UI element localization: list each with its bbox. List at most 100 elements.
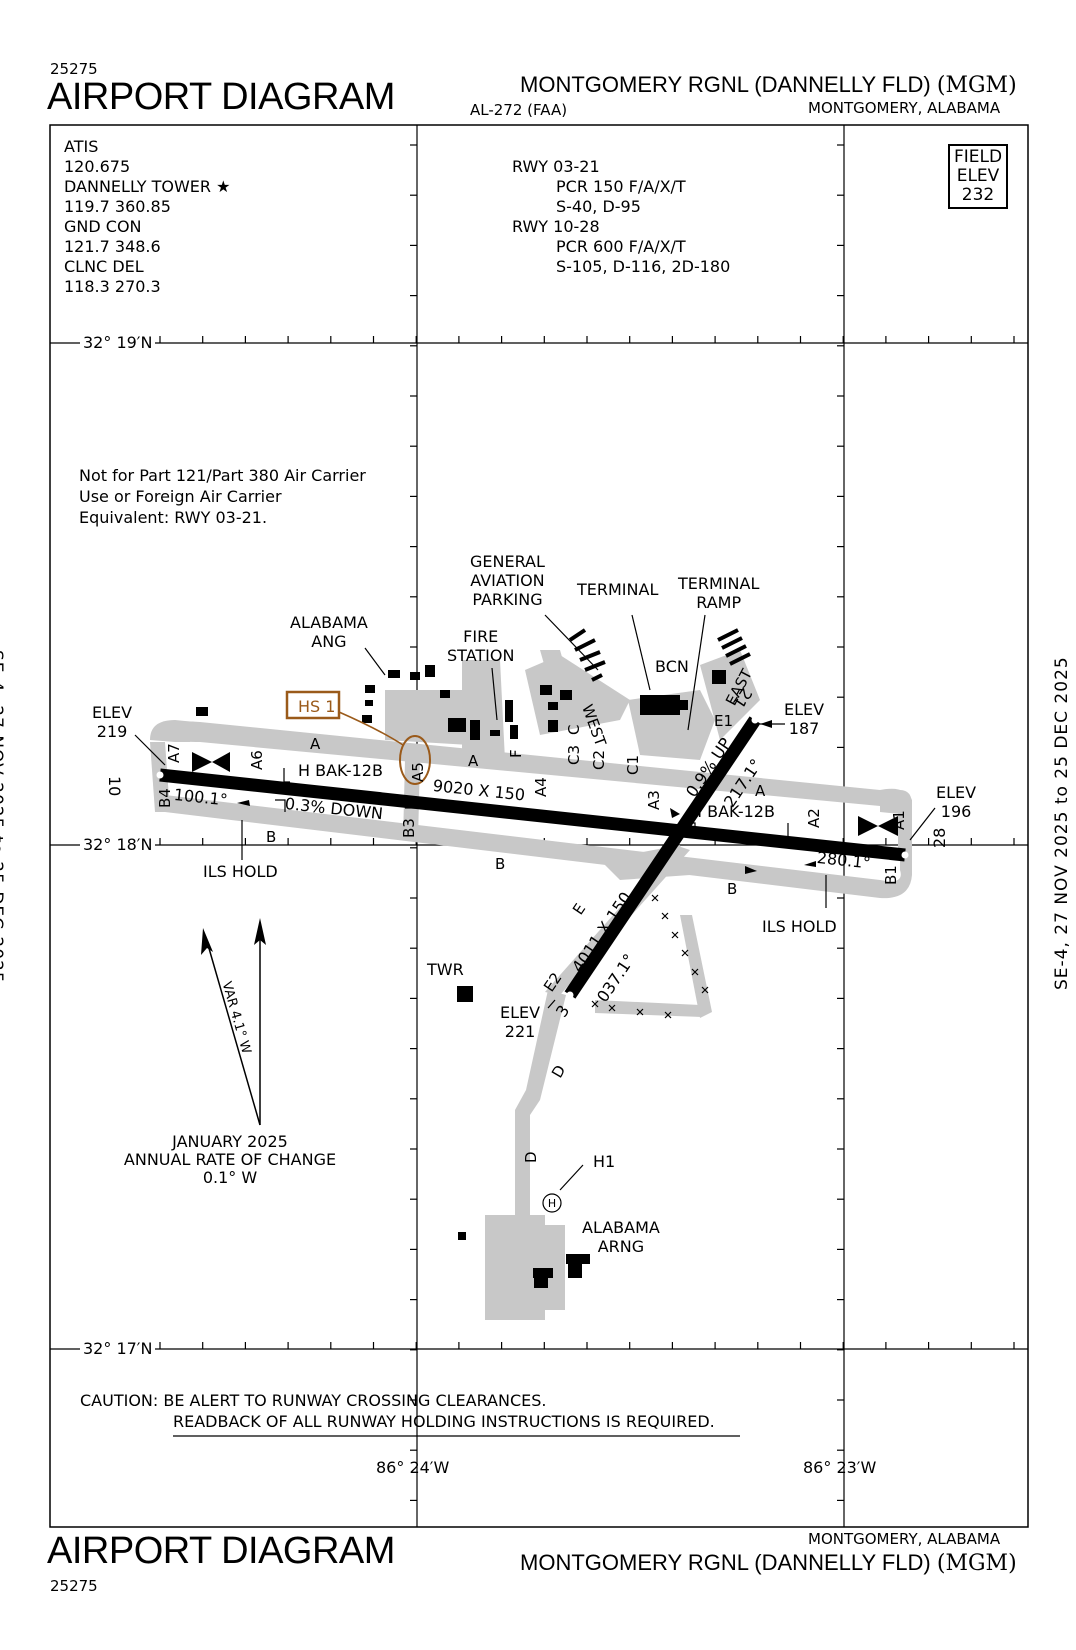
elev-219-line1: ELEV [92, 703, 133, 722]
closed-taxiway-x-marks [591, 894, 709, 1019]
elev-187-line2: 187 [788, 719, 820, 738]
chart-title-bottom: AIRPORT DIAGRAM [47, 1530, 395, 1572]
windcone-west [192, 752, 230, 772]
rwy-10-number: 10 [105, 776, 124, 797]
freq-line: 120.675 [64, 157, 131, 176]
helipad-h1 [542, 1193, 562, 1213]
ang-line1: ALABAMA [290, 613, 368, 632]
grid-ticks [159, 144, 1015, 1502]
magnetic-variation [205, 928, 261, 1126]
ga-parking-line1: GENERAL [470, 552, 545, 571]
carrier-note: Not for Part 121/Part 380 Air Carrier Us… [79, 465, 366, 528]
windcone-east [858, 816, 898, 836]
twy-a5: A5 [409, 762, 427, 782]
twy-a7: A7 [165, 743, 183, 763]
closed-x-mark [664, 1011, 672, 1019]
elev-221-line1: ELEV [500, 1003, 541, 1022]
closed-x-mark [691, 968, 699, 976]
closed-x-mark [608, 1004, 616, 1012]
closed-x-mark [661, 912, 669, 920]
elev-219-line2: 219 [96, 722, 128, 741]
closed-x-mark [591, 1000, 599, 1008]
lat-label-top: 32° 19′N [80, 333, 156, 352]
twy-a3: A3 [645, 790, 663, 810]
terminal-ramp-line1: TERMINAL [678, 574, 760, 593]
closed-x-mark [701, 986, 709, 994]
control-tower [457, 986, 473, 1002]
hangar-stripes [568, 628, 751, 682]
alabama-arng-label: ALABAMA ARNG [582, 1218, 660, 1256]
runway-10-28 [159, 768, 906, 862]
freq-line: CLNC DEL [64, 257, 144, 276]
twy-c: C [565, 724, 583, 735]
rwy10-threshold-dot [156, 771, 164, 779]
rwy21-threshold-dot [751, 716, 759, 724]
closed-x-mark [671, 931, 679, 939]
freq-line: ATIS [64, 137, 99, 156]
arng-line1: ALABAMA [582, 1218, 660, 1237]
magnetic-north-arrow [201, 928, 213, 955]
rwy-line: PCR 600 F/A/X/T [556, 237, 686, 256]
lon-label-right: 86° 23′W [803, 1458, 877, 1477]
chart-number-bottom: 25275 [50, 1577, 98, 1595]
beacon-label: BCN [655, 657, 689, 676]
closed-x-mark [636, 1008, 644, 1016]
buildings [196, 665, 726, 1288]
field-elev-label1: FIELD [953, 147, 1003, 167]
ils-hold-east-label: ILS HOLD [762, 917, 837, 936]
rwy-line: S-105, D-116, 2D-180 [556, 257, 731, 276]
twy-c3: C3 [565, 744, 583, 765]
freq-line: 119.7 360.85 [64, 197, 171, 216]
twy-c2: C2 [590, 749, 608, 770]
runway-03-21 [564, 716, 761, 999]
twy-c1: C1 [624, 754, 642, 775]
elev-196-line2: 196 [940, 802, 972, 821]
twy-b1: B1 [882, 865, 900, 885]
freq-line: GND CON [64, 217, 142, 236]
alabama-ang-label: ALABAMA ANG [290, 613, 368, 651]
airport-name: MONTGOMERY RGNL (DANNELLY FLD) [520, 1550, 931, 1575]
heading-arrows [237, 720, 816, 874]
elev-187-label: ELEV 187 [784, 700, 824, 738]
hot-spot-hs1-box [285, 690, 341, 720]
rwy-line: S-40, D-95 [556, 197, 641, 216]
twy-a-west: A [310, 735, 321, 753]
arng-line2: ARNG [597, 1237, 645, 1256]
fire-station-label: FIRE STATION [447, 627, 514, 665]
runway-data-block: RWY 03-21 PCR 150 F/A/X/T S-40, D-95 RWY… [512, 157, 730, 277]
freq-line: 121.7 348.6 [64, 237, 161, 256]
city-state-top: MONTGOMERY, ALABAMA [808, 99, 1001, 117]
closed-x-mark [651, 894, 659, 902]
elev-196-line1: ELEV [936, 783, 977, 802]
twy-b-west: B [266, 828, 277, 846]
mag-value: 0.1° W [202, 1168, 258, 1187]
twy-a-mid: A [468, 752, 479, 770]
twy-a4: A4 [532, 777, 550, 797]
caution-line1: CAUTION: BE ALERT TO RUNWAY CROSSING CLE… [80, 1391, 547, 1410]
field-elev-value: 232 [961, 185, 995, 205]
twy-e1: E1 [714, 712, 734, 730]
closed-x-mark [681, 949, 689, 957]
rwy28-threshold-dot [901, 851, 909, 859]
rwy3-threshold-dot [566, 991, 574, 999]
field-elev-label2: ELEV [956, 166, 1000, 186]
twy-a2: A2 [805, 808, 823, 828]
elev-221-label: ELEV 221 [500, 1003, 540, 1041]
terminal-ramp-line2: RAMP [696, 593, 742, 612]
airport-id: (MGM) [936, 73, 1017, 98]
carrier-note-line3: Equivalent: RWY 03-21. [79, 508, 268, 527]
field-elevation-box: FIELD ELEV 232 [948, 144, 1008, 209]
twy-a-east: A [755, 782, 766, 800]
twy-d-lower: D [522, 1151, 540, 1163]
elev-219-label: ELEV 219 [92, 703, 132, 741]
rwy-line: RWY 03-21 [512, 157, 600, 176]
mag-change-note: JANUARY 2025 ANNUAL RATE OF CHANGE 0.1° … [120, 1133, 340, 1187]
caution-line2: READBACK OF ALL RUNWAY HOLDING INSTRUCTI… [173, 1412, 715, 1431]
twy-b4: B4 [156, 788, 174, 808]
airport-name: MONTGOMERY RGNL (DANNELLY FLD) [520, 72, 931, 97]
caution-note: CAUTION: BE ALERT TO RUNWAY CROSSING CLE… [80, 1390, 715, 1432]
twy-a6: A6 [248, 750, 266, 770]
airport-id: (MGM) [936, 1551, 1017, 1576]
arresting-gear-east: H BAK-12B [690, 802, 775, 821]
